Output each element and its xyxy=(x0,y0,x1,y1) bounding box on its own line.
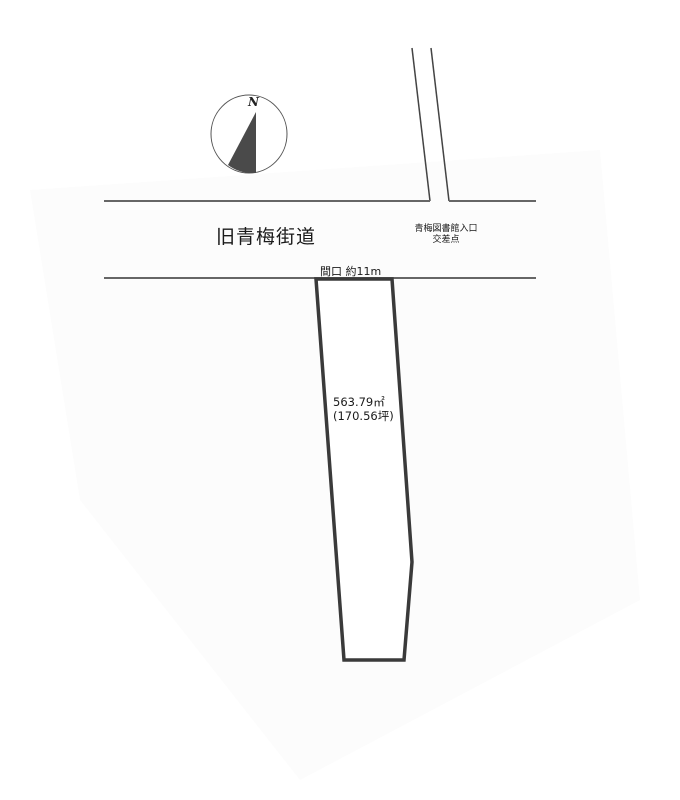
side-road-right-edge xyxy=(430,47,450,202)
intersection-name: 青梅図書館入口 xyxy=(414,224,478,234)
intersection-suffix: 交差点 xyxy=(432,235,460,245)
area-sqm: 563.79㎡ xyxy=(333,395,385,409)
frontage-label: 間口 約11m xyxy=(320,265,382,278)
north-label: N xyxy=(248,95,259,109)
road-name-label: 旧青梅街道 xyxy=(216,226,317,248)
side-road-left-edge xyxy=(411,47,431,202)
north-arrow-icon xyxy=(228,112,256,174)
lot-boundary[interactable] xyxy=(314,277,414,662)
area-tsubo: (170.56坪) xyxy=(333,409,394,423)
intersection-label: 青梅図書館入口 交差点 xyxy=(406,224,486,246)
compass xyxy=(210,94,288,174)
area-label: 563.79㎡ (170.56坪) xyxy=(333,395,394,423)
